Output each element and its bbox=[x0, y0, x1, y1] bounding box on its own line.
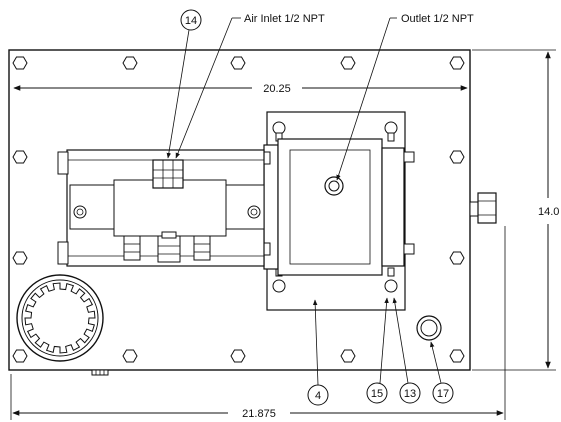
hex-bolt bbox=[12, 349, 28, 363]
hex-bolt bbox=[12, 56, 28, 70]
spline-teeth bbox=[24, 282, 96, 354]
hex-bolt bbox=[122, 349, 138, 363]
spline-ring bbox=[16, 274, 104, 362]
dim-overall-width-label: 21.875 bbox=[242, 408, 276, 420]
hex-bolt bbox=[340, 349, 356, 363]
pump-body bbox=[261, 138, 415, 276]
dim-inner-width: 20.25 bbox=[13, 83, 468, 95]
drain-plug bbox=[416, 315, 442, 341]
balloon-4-label: 4 bbox=[315, 390, 321, 402]
balloon-4: 4 bbox=[307, 299, 329, 406]
balloon-15-label: 15 bbox=[371, 388, 383, 400]
side-fitting bbox=[469, 192, 497, 224]
hex-bolt bbox=[449, 56, 465, 70]
air-inlet-valve bbox=[152, 159, 184, 189]
callout-air-inlet: Air Inlet 1/2 NPT bbox=[175, 13, 325, 159]
balloon-13: 13 bbox=[392, 297, 421, 404]
lower-fittings bbox=[123, 231, 211, 263]
balloon-13-label: 13 bbox=[404, 388, 416, 400]
hex-bolt bbox=[449, 251, 465, 265]
balloon-17: 17 bbox=[430, 341, 454, 404]
outlet-label: Outlet 1/2 NPT bbox=[401, 13, 474, 25]
dim-height-label: 14.0 bbox=[538, 206, 559, 218]
dim-overall-width: 21.875 bbox=[10, 226, 506, 420]
hex-bolt bbox=[340, 56, 356, 70]
hex-bolt bbox=[230, 56, 246, 70]
balloon-14: 14 bbox=[166, 9, 202, 159]
dim-inner-width-label: 20.25 bbox=[263, 83, 291, 95]
hex-bolt bbox=[449, 349, 465, 363]
hex-bolt bbox=[122, 56, 138, 70]
air-inlet-label: Air Inlet 1/2 NPT bbox=[244, 13, 325, 25]
dim-height: 14.0 bbox=[472, 49, 559, 371]
hex-bolt bbox=[230, 349, 246, 363]
outlet-port bbox=[324, 176, 344, 196]
balloon-15: 15 bbox=[366, 297, 389, 404]
hex-bolt bbox=[12, 251, 28, 265]
balloon-14-label: 14 bbox=[185, 15, 197, 27]
hex-bolt bbox=[449, 150, 465, 164]
callout-outlet: Outlet 1/2 NPT bbox=[336, 13, 474, 181]
hex-bolt bbox=[12, 150, 28, 164]
balloon-17-label: 17 bbox=[437, 388, 449, 400]
